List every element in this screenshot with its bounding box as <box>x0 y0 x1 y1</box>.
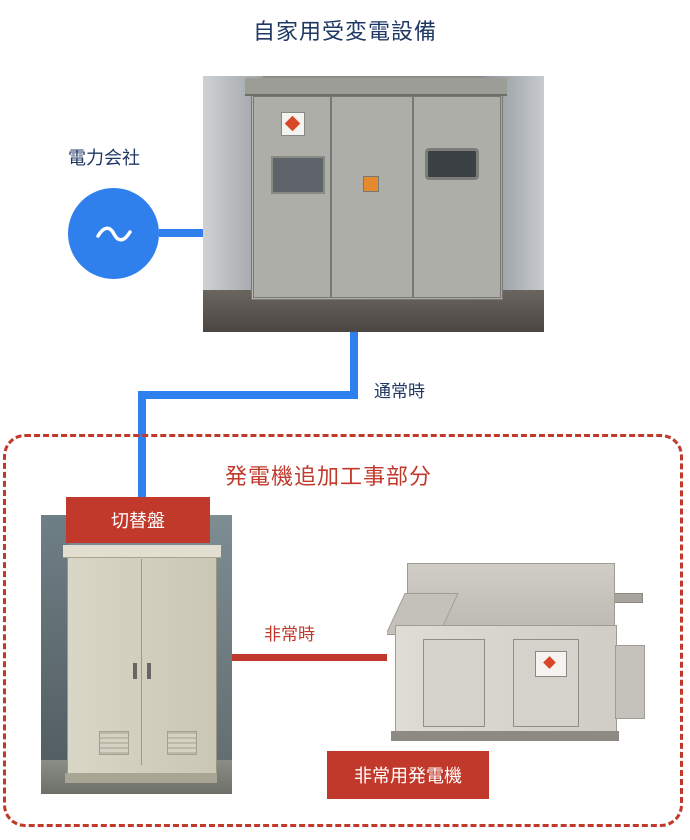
vent-right <box>167 731 197 755</box>
emergency-label: 非常時 <box>264 625 315 645</box>
handle-left <box>133 663 137 679</box>
door-split <box>141 559 142 765</box>
diagram-title: 自家用受変電設備 <box>252 20 437 45</box>
background-racks <box>41 515 69 794</box>
generator-skid <box>391 731 619 741</box>
connector-substation-down <box>350 331 358 397</box>
connector-source-to-substation <box>159 229 205 237</box>
switchboard-label: 切替盤 <box>66 497 210 543</box>
connector-to-switchboard <box>138 391 146 499</box>
generator-sign-icon <box>535 651 567 677</box>
substation-roof <box>245 78 507 96</box>
normal-operation-label: 通常時 <box>374 382 425 402</box>
generator-addition-area <box>3 434 683 827</box>
generator-door-1 <box>423 639 485 727</box>
connector-emergency <box>232 654 390 661</box>
utility-company-label: 電力会社 <box>68 148 140 169</box>
connector-horizontal <box>138 391 358 399</box>
vent-left <box>99 731 129 755</box>
handle-right <box>147 663 151 679</box>
ac-source-icon <box>68 188 159 279</box>
substation-door-2 <box>331 96 413 298</box>
switchboard-image <box>41 515 232 794</box>
generator-image <box>387 553 645 751</box>
caution-sticker-icon <box>363 176 379 192</box>
radiator-box <box>615 645 645 719</box>
generator-label: 非常用発電機 <box>327 751 489 799</box>
sine-wave-icon <box>95 226 132 241</box>
warning-sign-icon <box>281 112 305 136</box>
inspection-window <box>425 148 479 180</box>
cabinet-base <box>65 773 217 783</box>
meter-window <box>271 156 325 194</box>
section-title: 発電機追加工事部分 <box>225 465 433 490</box>
substation-door-3 <box>413 96 501 298</box>
substation-image <box>203 76 544 332</box>
cabinet-top <box>63 545 221 558</box>
